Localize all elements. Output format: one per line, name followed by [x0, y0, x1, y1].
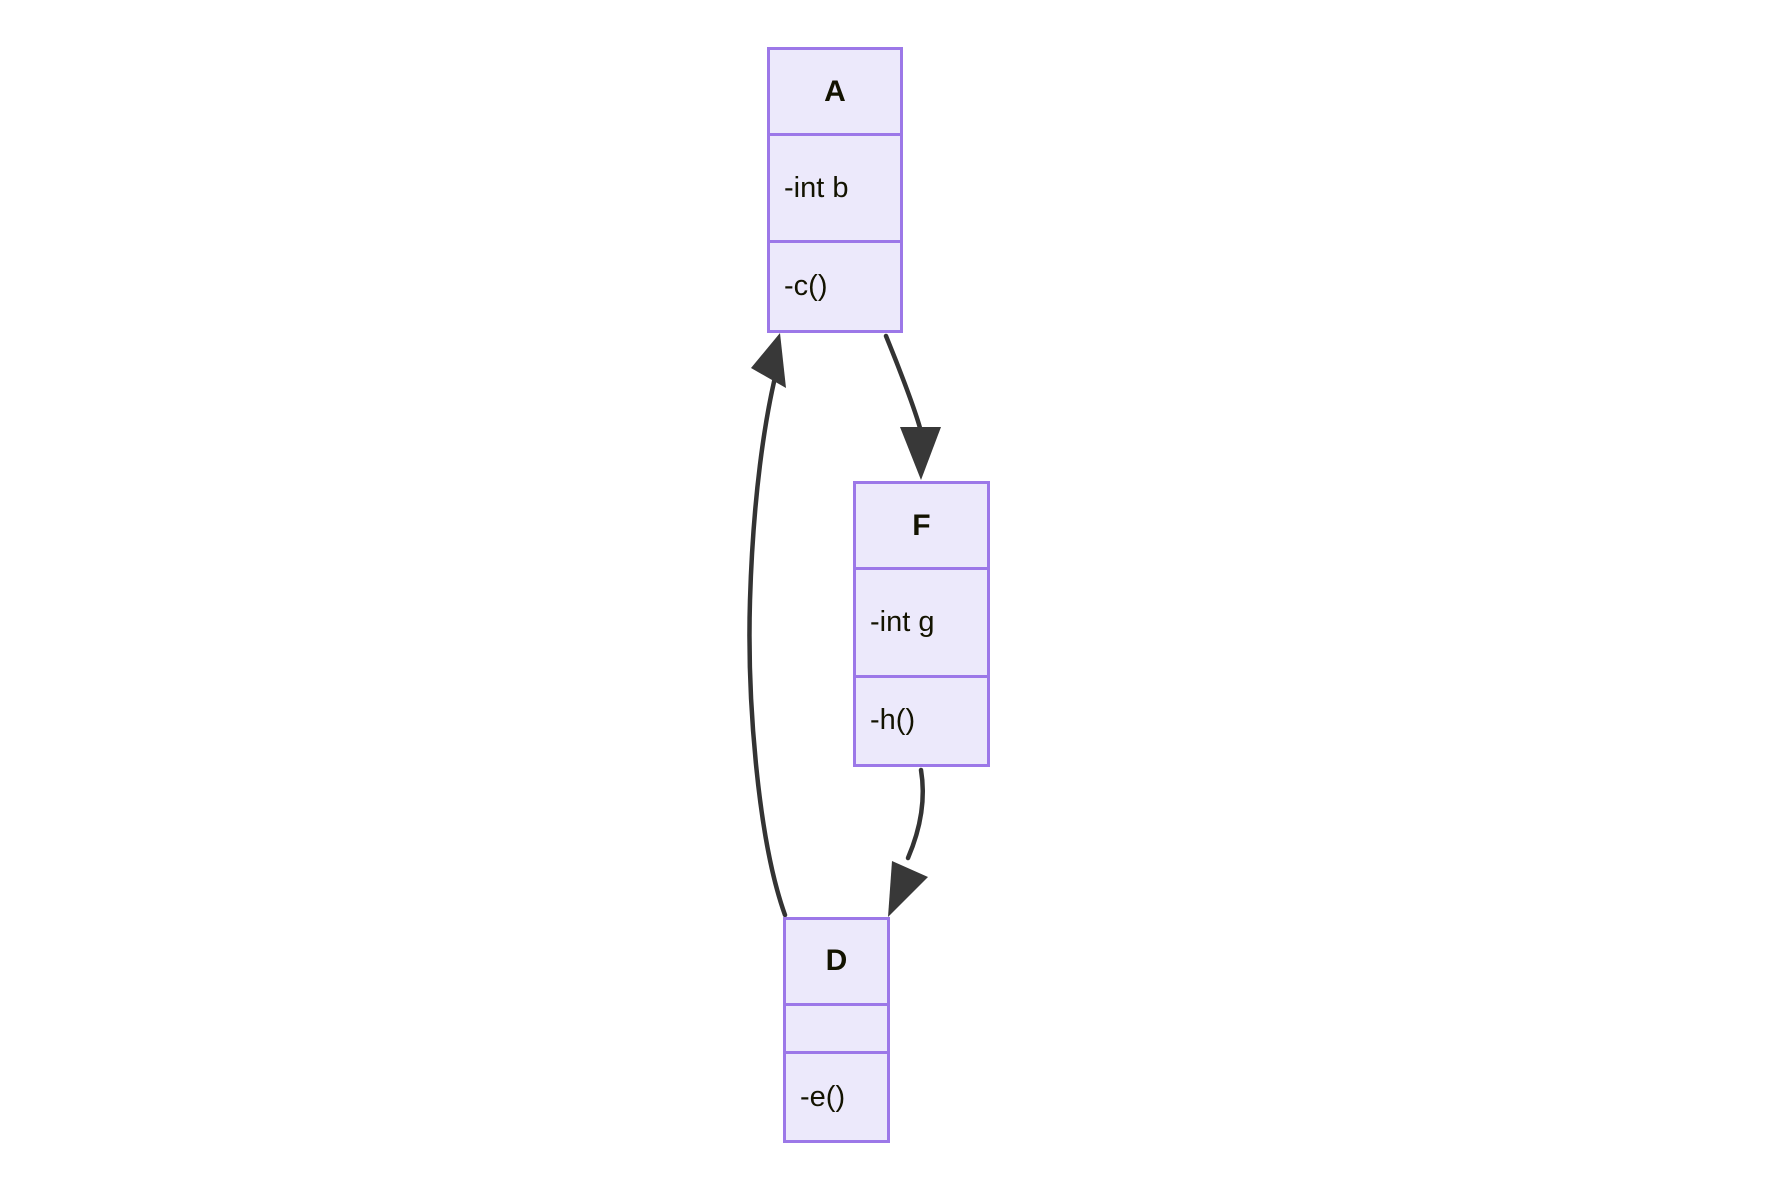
edge-d-to-a-arrowhead	[751, 333, 786, 388]
edge-a-to-f[interactable]	[883, 333, 941, 480]
uml-class-a[interactable]: A -int b -c()	[767, 47, 903, 333]
uml-class-f-attribute-0: -int g	[870, 606, 935, 639]
uml-class-a-method-0: -c()	[784, 269, 828, 302]
uml-class-a-title: A	[770, 50, 900, 133]
uml-class-a-methods: -c()	[770, 239, 900, 330]
edge-d-to-a-line	[747, 362, 788, 918]
uml-class-d[interactable]: D -e()	[783, 917, 890, 1143]
edge-f-to-d-line	[905, 767, 925, 861]
uml-class-a-name: A	[824, 74, 846, 108]
uml-class-d-method-0: -e()	[800, 1080, 846, 1113]
uml-class-f-name: F	[912, 508, 931, 542]
uml-class-a-attributes: -int b	[770, 133, 900, 240]
uml-class-d-title: D	[786, 920, 887, 1003]
edge-a-to-f-arrowhead	[900, 427, 941, 480]
edge-f-to-d[interactable]	[888, 767, 928, 917]
uml-class-f-methods: -h()	[856, 674, 987, 764]
uml-class-f-title: F	[856, 484, 987, 567]
uml-class-d-name: D	[825, 944, 848, 978]
uml-class-d-attributes	[786, 1002, 887, 1051]
uml-class-f[interactable]: F -int g -h()	[853, 481, 990, 767]
uml-class-f-attributes: -int g	[856, 567, 987, 675]
uml-class-f-method-0: -h()	[870, 704, 916, 737]
edge-f-to-d-arrowhead	[888, 861, 928, 917]
edge-a-to-f-line	[883, 333, 923, 431]
uml-class-d-methods: -e()	[786, 1051, 887, 1140]
edge-d-to-a[interactable]	[747, 333, 788, 918]
uml-class-a-attribute-0: -int b	[784, 171, 849, 204]
